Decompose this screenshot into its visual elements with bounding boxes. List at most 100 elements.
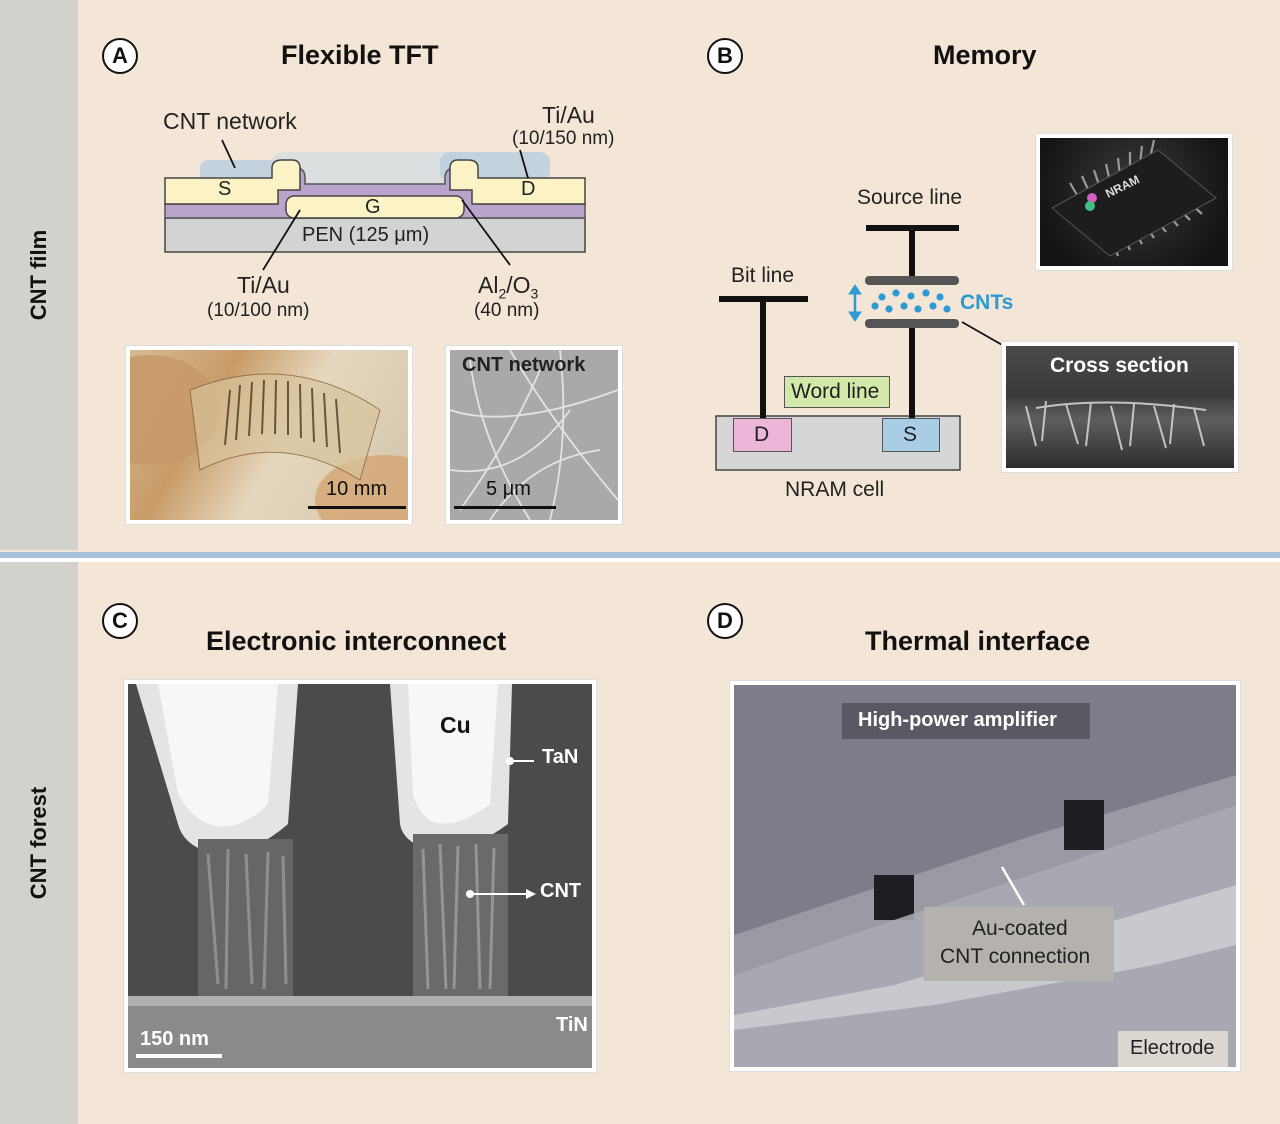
sidebar-label-cnt-forest: CNT forest xyxy=(26,786,51,900)
drain-region: D xyxy=(733,418,792,452)
leader-al2o3 xyxy=(461,199,511,266)
panel-a-title: Flexible TFT xyxy=(281,40,439,70)
cnt-pointer-dot xyxy=(466,890,474,898)
photo-scale-label: 10 mm xyxy=(326,478,388,500)
section-divider xyxy=(0,550,1280,562)
label-o: /O xyxy=(506,272,531,298)
label-amplifier: High-power amplifier xyxy=(858,709,1057,731)
cnt-network-haze-left xyxy=(200,160,280,182)
label-cu: Cu xyxy=(440,712,471,738)
lower-electrode-plate xyxy=(865,319,959,328)
sem-scale-label: 5 μm xyxy=(486,478,531,501)
tin-layer-top xyxy=(128,996,592,1006)
source-line-post-top xyxy=(909,228,915,276)
chip-logo-green xyxy=(1085,201,1095,211)
label-ti-au-top-thickness: (10/150 nm) xyxy=(512,128,615,149)
label-tin: TiN xyxy=(556,1014,588,1036)
right-cnt-texture xyxy=(421,843,496,990)
left-cnt-texture xyxy=(206,848,288,990)
cnt-network-sem-graphic xyxy=(450,350,618,520)
source-region: S xyxy=(882,418,940,452)
cnt-gap-right xyxy=(1064,800,1104,850)
panel-d-letter: D xyxy=(707,603,743,639)
cnt-gap-left xyxy=(874,875,914,920)
label-connection-line2: CNT connection xyxy=(940,945,1091,968)
label-al: Al xyxy=(478,272,499,298)
label-interconnect-scale: 150 nm xyxy=(140,1028,209,1050)
thermal-interface-sem-image: High-power amplifier Au-coated CNT conne… xyxy=(730,681,1240,1071)
leader-ti-au-bottom xyxy=(262,209,301,271)
sem-scale-num: 5 xyxy=(486,478,503,500)
label-cnt: CNT xyxy=(540,880,582,902)
chip-logo-magenta xyxy=(1087,193,1097,203)
double-arrow xyxy=(848,284,862,322)
leader-ti-au-top xyxy=(519,149,529,179)
panel-c-letter: C xyxy=(102,603,138,639)
interconnect-sem-image: Cu TaN CNT TiN 150 nm xyxy=(124,680,596,1072)
amplifier-block xyxy=(734,685,1236,935)
upper-electrode-plate xyxy=(865,276,959,285)
label-cnt-network: CNT network xyxy=(163,108,297,134)
finger-right xyxy=(315,455,408,520)
amplifier-edge xyxy=(734,775,1236,975)
leader-cnt-network xyxy=(221,139,236,169)
label-word-line: Word line xyxy=(791,380,880,403)
amplifier-label-box: High-power amplifier xyxy=(842,703,1090,739)
sidebar-cnt-film: CNT film xyxy=(0,0,78,550)
interconnect-sem-graphic xyxy=(128,684,592,1068)
circuit-pattern xyxy=(224,379,341,454)
flexible-tft-photo: 10 mm xyxy=(126,346,412,524)
sem-title: CNT network xyxy=(462,354,586,376)
label-pen-substrate-name: PEN (125 xyxy=(302,224,395,246)
label-al2o3-thickness: (40 nm) xyxy=(474,300,540,321)
nram-chip-photo: NRAM xyxy=(1036,134,1232,270)
label-al2o3: Al2/O3 xyxy=(478,272,538,302)
nram-chip-graphic: NRAM xyxy=(1051,139,1217,257)
sem-scale-bar xyxy=(454,506,556,509)
thermal-interface-sem-graphic xyxy=(734,685,1236,1067)
panel-b-letter: B xyxy=(707,38,743,74)
label-electrode: Electrode xyxy=(1130,1037,1215,1059)
source-line-post-bottom xyxy=(909,328,915,420)
flexible-film xyxy=(189,373,381,481)
panel-a-letter: A xyxy=(102,38,138,74)
label-nram-drain: D xyxy=(754,423,770,446)
label-tan: TaN xyxy=(542,746,579,768)
electrode-label-box: Electrode xyxy=(1118,1031,1228,1067)
label-cnts: CNTs xyxy=(960,291,1014,314)
label-source-line: Source line xyxy=(857,186,963,209)
gate-electrode xyxy=(285,195,465,219)
left-copper-via-shade xyxy=(158,684,278,827)
label-al-sub: 2 xyxy=(498,285,507,302)
source-electrode xyxy=(164,159,301,205)
label-ti-au-bottom-thickness: (10/100 nm) xyxy=(207,300,310,321)
drain-electrode xyxy=(449,159,586,205)
sem-scale-unit: μm xyxy=(502,478,531,500)
tft-cross-section-diagram xyxy=(164,139,586,271)
label-nram-cell: NRAM cell xyxy=(785,478,885,501)
label-o-sub: 3 xyxy=(530,285,539,302)
cnt-dots xyxy=(871,289,951,313)
cross-section-graphic xyxy=(1025,400,1207,451)
bit-line-post xyxy=(760,299,766,420)
cnt-pointer-head xyxy=(526,889,536,899)
label-connection-line1: Au-coated xyxy=(972,917,1068,940)
cross-section-label: Cross section xyxy=(1050,354,1189,377)
panel-c-title: Electronic interconnect xyxy=(206,626,507,656)
label-pen-substrate-unit: μm) xyxy=(394,224,430,246)
label-ti-au-top: Ti/Au xyxy=(542,102,595,128)
panel-b-title: Memory xyxy=(933,40,1037,70)
label-bit-line: Bit line xyxy=(731,264,795,287)
label-nram-source: S xyxy=(903,423,918,446)
label-pen-substrate: PEN (125 μm) xyxy=(302,224,429,247)
label-ti-au-bottom: Ti/Au xyxy=(237,272,290,298)
photo-scale-bar xyxy=(308,506,406,509)
label-drain: D xyxy=(521,178,536,200)
leader-cross-section xyxy=(961,321,1005,347)
label-gate: G xyxy=(365,196,381,218)
cnt-network-haze-mid xyxy=(270,152,470,192)
interconnect-scale-bar xyxy=(136,1054,222,1058)
label-source: S xyxy=(218,178,232,200)
connection-pointer xyxy=(1000,866,1026,906)
tan-pointer-dot xyxy=(506,757,514,765)
